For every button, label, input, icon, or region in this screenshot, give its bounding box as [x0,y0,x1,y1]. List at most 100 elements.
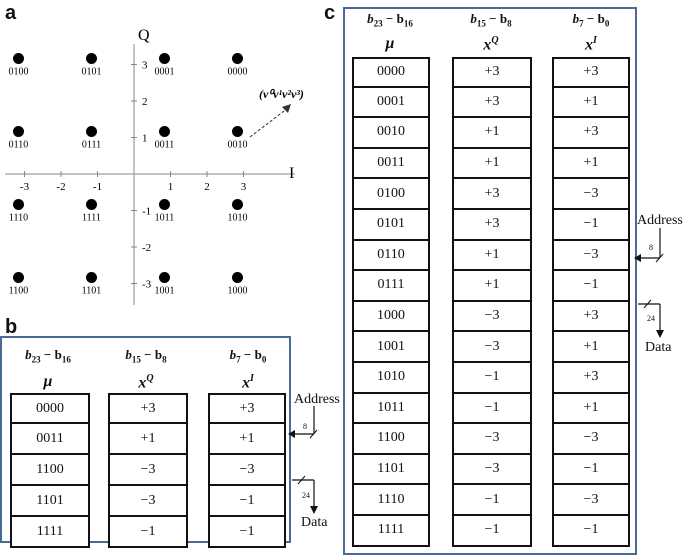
table-b-xi-cell: +1 [208,424,286,455]
constellation-point-label: 1010 [228,213,248,224]
constellation-point-label: 0011 [155,140,175,151]
x-tick-label: 3 [241,181,247,193]
table-c-xi-cell: +1 [552,332,630,363]
table-c-xq-cell: −1 [452,485,532,516]
table-c-data-width: 24 [647,314,655,323]
constellation-point [159,199,170,210]
table-c-xq-column: +3+3+1+1+3+3+1+1−3−3−1−1−3−3−1−1 [452,57,532,547]
table-b-xq-cell: +3 [108,393,188,424]
table-c-xi-cell: +1 [552,393,630,425]
table-c-mu-cell: 1111 [352,515,430,547]
table-b-xq-cell: +1 [108,424,188,455]
table-c-xq-cell: −1 [452,393,532,425]
table-b-data-label: Data [301,515,328,530]
table-c-xi-cell: +1 [552,87,630,119]
table-b-header-xq-bits: b15 − b8 [125,347,167,365]
panel-label-a: a [5,2,17,24]
table-b-xi-cell: −3 [208,455,286,486]
table-c-mu-cell: 1100 [352,424,430,455]
annotation-arrow-head [282,104,291,113]
x-tick-label: -1 [93,181,102,193]
table-c-mu-cell: 0101 [352,209,430,241]
constellation-point-label: 0101 [82,67,102,78]
table-b-address-label: Address [294,392,340,407]
table-c-xi-cell: −1 [552,271,630,302]
table-c-mu-cell: 1101 [352,454,430,486]
table-c-xq-cell: +1 [452,271,532,302]
table-c-xi-cell: −1 [552,209,630,241]
table-c-xi-cell: +1 [552,148,630,180]
table-b-mu-cell: 0011 [10,424,90,455]
panel-label-b: b [5,316,18,338]
constellation-point-label: 0110 [9,140,29,151]
constellation-point-label: 1111 [82,213,101,224]
table-b-xq-symbol: xQ [138,373,154,392]
table-c-xi-cell: +3 [552,118,630,149]
table-c-xq-cell: −1 [452,362,532,394]
table-c-xi-cell: −1 [552,515,630,547]
table-c-mu-cell: 1011 [352,393,430,425]
constellation-point [13,126,24,137]
table-c-header-mu-bits: b23 − b16 [367,11,413,29]
constellation-point-label: 0100 [9,67,29,78]
panel-label-c: c [324,2,336,24]
table-b-xi-cell: −1 [208,517,286,548]
table-c-mu-cell: 1001 [352,332,430,363]
table-c-xq-cell: −3 [452,301,532,333]
table-c-xq-cell: +3 [452,87,532,119]
table-b-mu-symbol: μ [43,373,53,390]
x-tick-label: -3 [20,181,30,193]
table-c-xi-cell: −3 [552,179,630,210]
constellation-point-label: 0001 [155,67,175,78]
table-b-mu-cell: 0000 [10,393,90,424]
table-b-xi-column: +3+1−3−1−1 [208,393,286,548]
constellation-point [13,272,24,283]
q-axis-label: Q [138,27,150,44]
table-c-xq-cell: −3 [452,454,532,486]
table-b-mu-cell: 1111 [10,517,90,548]
table-c-xq-cell: +3 [452,179,532,210]
constellation-point-label: 1000 [228,286,248,297]
table-c-data-label: Data [645,340,672,355]
y-tick-label: 2 [142,96,148,108]
constellation-point [86,272,97,283]
constellation-point [86,53,97,64]
constellation-point [13,53,24,64]
table-c-header-xq-bits: b15 − b8 [470,11,512,29]
x-tick-label: 1 [168,181,174,193]
constellation-point [159,53,170,64]
y-tick-label: 1 [142,133,148,145]
constellation-point-label: 1011 [155,213,175,224]
table-c-xi-cell: +3 [552,362,630,394]
table-c-xi-symbol: xI [585,35,597,54]
constellation-point-label: 0111 [82,140,101,151]
table-c-xi-cell: +3 [552,301,630,333]
table-b-header-mu-bits: b23 − b16 [25,347,71,365]
table-c-xq-cell: +1 [452,118,532,149]
table-c-mu-cell: 0111 [352,271,430,302]
table-c-header-xi-bits: b7 − b0 [572,11,610,29]
table-c-mu-cell: 1000 [352,301,430,333]
constellation-point-label: 1001 [155,286,175,297]
table-c-frame [343,7,637,555]
constellation-point [86,126,97,137]
table-c-xi-cell: −3 [552,240,630,272]
table-b-xq-cell: −3 [108,455,188,486]
table-b-io-arrows [288,406,318,514]
table-b-xq-cell: −3 [108,486,188,517]
table-c-xq-cell: +1 [452,240,532,272]
table-b-xi-cell: −1 [208,486,286,517]
table-c-xq-cell: +3 [452,57,532,88]
table-b-xq-column: +3+1−3−3−1 [108,393,188,548]
table-c-xi-cell: −3 [552,424,630,455]
table-c-address-width: 8 [649,243,653,252]
table-c-address-label: Address [637,213,683,228]
constellation-point-label: 0010 [228,140,248,151]
constellation-point [232,272,243,283]
table-c-io-arrows [634,228,664,338]
constellation-point [159,126,170,137]
table-b-mu-cell: 1101 [10,486,90,517]
table-b-xq-cell: −1 [108,517,188,548]
table-c-mu-cell: 0110 [352,240,430,272]
constellation-point [159,272,170,283]
